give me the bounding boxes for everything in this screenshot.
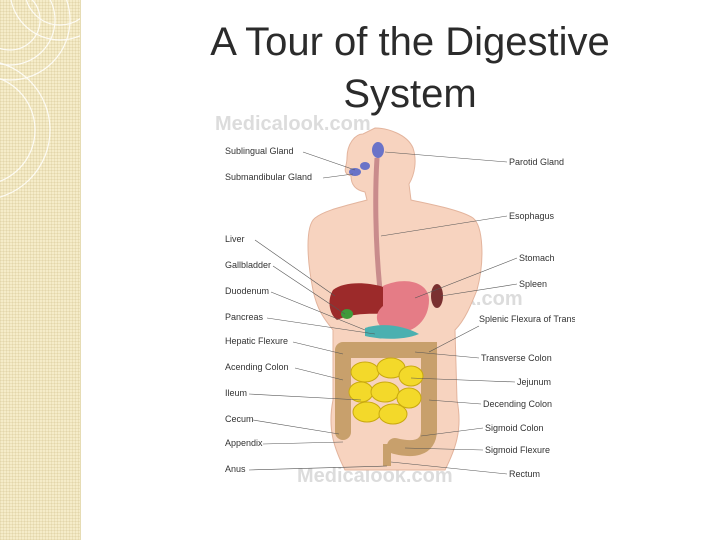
swirl-ornament [0,0,80,198]
label-submandibular-gland: Submandibular Gland [225,172,312,182]
rectum-shape [383,444,391,466]
label-hepatic-flexure: Hepatic Flexure [225,336,288,346]
gallbladder-shape [341,309,353,319]
label-decending-colon: Decending Colon [483,399,552,409]
label-anus: Anus [225,464,246,474]
label-parotid-gland: Parotid Gland [509,157,564,167]
label-sigmoid-colon: Sigmoid Colon [485,423,544,433]
label-acending-colon: Acending Colon [225,362,289,372]
label-cecum: Cecum [225,414,254,424]
label-esophagus: Esophagus [509,211,555,221]
stomach-shape [376,281,429,333]
label-splenic-flexura: Splenic Flexura of Transverse Colon [479,314,575,324]
left-leader-lines [248,151,388,471]
label-duodenum: Duodenum [225,286,269,296]
label-spleen: Spleen [519,279,547,289]
page-title: A Tour of the Digestive System [210,20,610,116]
label-liver: Liver [225,234,245,244]
label-sigmoid-flexure: Sigmoid Flexure [485,445,550,455]
label-sublingual-gland: Sublingual Gland [225,146,294,156]
label-appendix: Appendix [225,438,263,448]
right-leader-lines [380,151,518,475]
large-intestine-shape [335,342,437,456]
salivary-glands [349,142,384,176]
label-pancreas: Pancreas [225,312,264,322]
cecum-shape [335,424,351,440]
label-rectum: Rectum [509,469,540,479]
esophagus-shape [373,157,383,291]
label-transverse-colon: Transverse Colon [481,353,552,363]
spleen-shape [431,284,443,308]
small-intestine-shape [348,357,424,425]
pancreas-shape [365,325,419,339]
digestive-system-diagram: Medicalook.com Medicalook.com Medicalook… [215,113,575,487]
label-jejunum: Jejunum [517,377,551,387]
decorative-sidebar [0,0,81,540]
label-stomach: Stomach [519,253,555,263]
label-gallbladder: Gallbladder [225,260,271,270]
watermark-top: Medicalook.com [215,113,371,135]
label-ileum: Ileum [225,388,247,398]
